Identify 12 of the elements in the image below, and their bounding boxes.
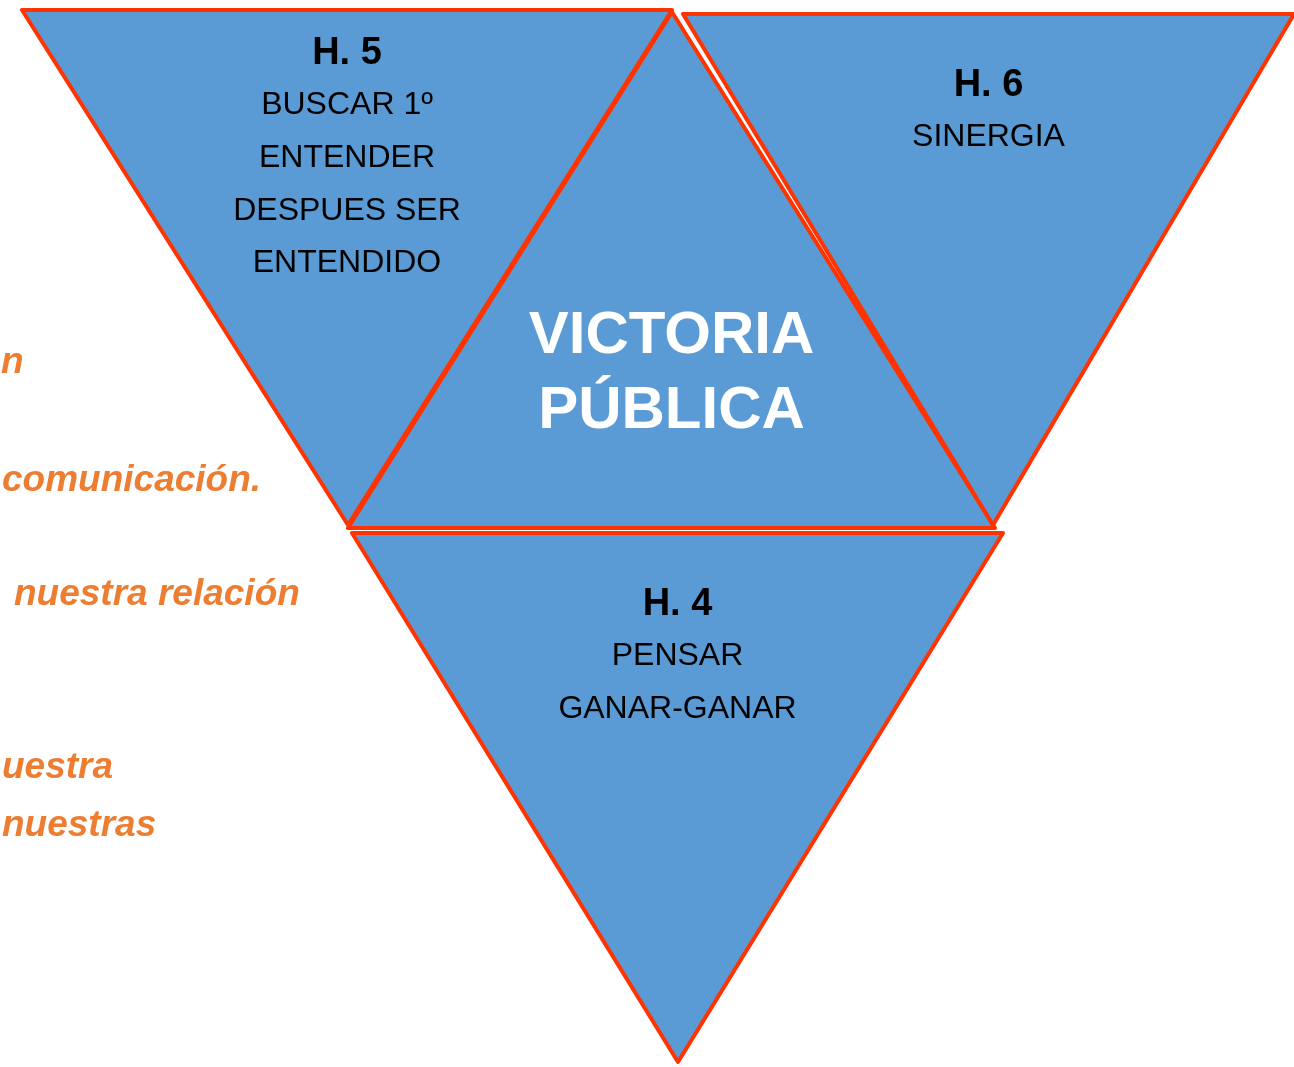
habit-name: BUSCAR 1º ENTENDER DESPUES SER ENTENDIDO <box>232 84 462 282</box>
habit-number: H. 4 <box>642 581 713 624</box>
center-title: VICTORIA PÚBLICA <box>527 298 816 443</box>
note-text: nuestras <box>2 803 157 845</box>
habit-name: PENSAR GANAR-GANAR <box>557 635 798 727</box>
note-text: nuestra relación <box>14 572 300 614</box>
note-text: uestra <box>2 745 114 787</box>
note-text: comunicación. <box>2 458 262 500</box>
habit-number: H. 5 <box>312 30 382 73</box>
note-text: n <box>1 340 24 382</box>
habit-name: SINERGIA <box>911 116 1066 155</box>
habit-number: H. 6 <box>953 62 1024 105</box>
